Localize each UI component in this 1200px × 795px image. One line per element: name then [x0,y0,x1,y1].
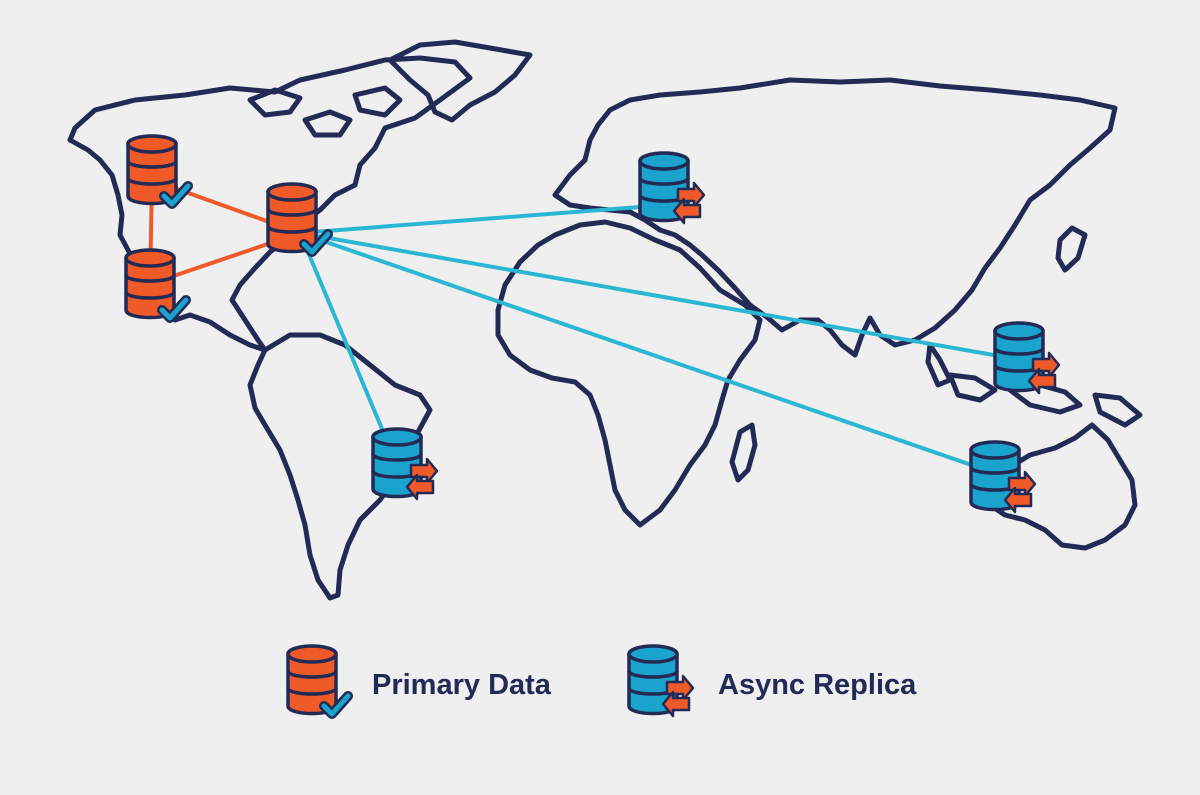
legend: Primary Data Async Replica [288,646,917,716]
link-na-east-to-southeast-asia [298,231,1007,359]
legend-replica-label: Async Replica [718,669,917,701]
southeast-asia-islands-outline [925,342,1143,428]
madagascar-outline [729,422,758,483]
node-australia-database-sync-icon [969,440,1037,514]
node-na-west-south-database-check-icon [126,250,186,318]
node-southeast-asia-database-sync-icon [993,321,1061,395]
greenland-outline [387,39,533,123]
legend-replica-icon [627,644,695,718]
link-na-east-to-australia [298,231,982,470]
south-america-outline [247,332,433,601]
link-na-east-to-south-america [298,231,392,450]
japan-outline [1055,225,1088,273]
nodes-layer [126,136,1061,514]
arctic-islands-outline [247,85,403,138]
africa-outline [495,219,763,528]
link-na-east-to-europe [298,205,642,235]
legend-primary-icon [288,646,348,714]
legend-primary-label: Primary Data [372,669,552,701]
node-na-west-north-database-check-icon [128,136,188,204]
node-na-east-database-check-icon [268,184,328,252]
node-south-america-database-sync-icon [371,427,439,501]
australia-outline [982,422,1138,551]
eurasia-outline [552,77,1118,358]
node-europe-database-sync-icon [638,151,706,225]
north-america-outline [67,55,473,353]
